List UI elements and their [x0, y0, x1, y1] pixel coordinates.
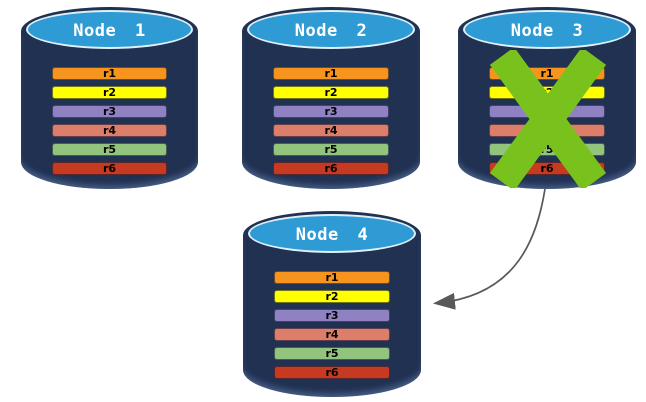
- replica-bar: r2: [52, 86, 167, 99]
- node-cylinder-2: Node 2 r1 r2 r3 r4 r5 r6: [242, 7, 420, 189]
- replica-bar: r5: [274, 347, 390, 360]
- replica-bar: r1: [273, 67, 389, 80]
- replica-bar: r3: [273, 105, 389, 118]
- replica-bar: r3: [274, 309, 390, 322]
- replica-list: r1 r2 r3 r4 r5 r6: [52, 67, 167, 181]
- cylinder-top: [248, 214, 416, 253]
- replica-label: r6: [324, 162, 338, 175]
- failover-arrow: [432, 188, 546, 310]
- replica-label: r5: [324, 143, 338, 156]
- replica-label: r1: [324, 67, 338, 80]
- replica-label: r5: [540, 143, 554, 156]
- replica-bar: r1: [52, 67, 167, 80]
- replica-label: r6: [540, 162, 554, 175]
- replica-bar: r5: [52, 143, 167, 156]
- replica-label: r3: [102, 105, 117, 118]
- node-title: Node 4: [295, 225, 369, 245]
- replica-label: r4: [324, 124, 338, 137]
- cylinder-top: [247, 10, 415, 49]
- node-title: Node 1: [73, 21, 146, 41]
- replica-bar: r2: [273, 86, 389, 99]
- node-cylinder-1: Node 1 r1 r2 r3 r4 r5 r6: [21, 7, 198, 189]
- replica-label: r6: [102, 162, 117, 175]
- replica-bar: r6: [274, 366, 390, 379]
- replica-label: r5: [325, 347, 339, 360]
- replica-bar: r2: [274, 290, 390, 303]
- failure-x-icon: [489, 50, 607, 188]
- node-title: Node 3: [510, 21, 584, 41]
- replica-label: r3: [325, 309, 339, 322]
- replica-bar: r4: [273, 124, 389, 137]
- replica-label: r1: [540, 67, 554, 80]
- node-title: Node 2: [294, 21, 368, 41]
- replica-bar: r3: [52, 105, 167, 118]
- replica-label: r4: [325, 328, 339, 341]
- replica-label: r5: [102, 143, 117, 156]
- replica-label: r3: [324, 105, 338, 118]
- node-cylinder-4: Node 4 r1 r2 r3 r4 r5 r6: [243, 211, 421, 397]
- replica-list: r1 r2 r3 r4 r5 r6: [273, 67, 389, 181]
- cylinder-top: [463, 10, 631, 49]
- replica-bar: r6: [52, 162, 167, 175]
- replica-label: r1: [325, 271, 339, 284]
- replica-list: r1 r2 r3 r4 r5 r6: [274, 271, 390, 385]
- replica-bar: r5: [273, 143, 389, 156]
- replica-label: r1: [102, 67, 117, 80]
- replica-label: r4: [102, 124, 117, 137]
- replica-label: r2: [325, 290, 339, 303]
- replica-label: r2: [102, 86, 117, 99]
- cylinder-top: [26, 10, 193, 49]
- replica-bar: r1: [274, 271, 390, 284]
- replica-bar: r4: [274, 328, 390, 341]
- replica-bar: r4: [52, 124, 167, 137]
- replica-label: r6: [325, 366, 339, 379]
- replica-label: r2: [324, 86, 338, 99]
- replica-bar: r6: [273, 162, 389, 175]
